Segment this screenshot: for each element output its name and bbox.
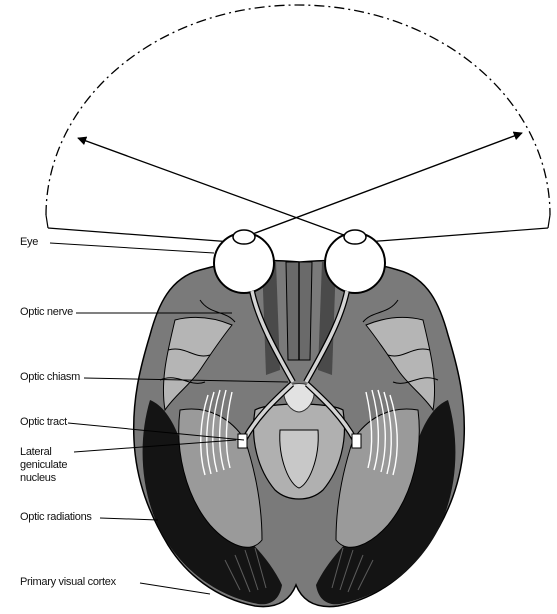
- left-lens: [233, 230, 255, 244]
- leader-primary-visual-cortex: [140, 583, 210, 594]
- field-base-right: [366, 228, 548, 242]
- label-eye: Eye: [20, 236, 38, 249]
- right-lens: [344, 230, 366, 244]
- label-optic-tract: Optic tract: [20, 416, 67, 429]
- visual-field: [46, 5, 550, 242]
- brain: [134, 260, 465, 606]
- visual-field-arc: [46, 5, 550, 215]
- leader-optic-radiations: [100, 518, 158, 520]
- field-base-left: [48, 228, 232, 242]
- label-lateral-geniculate-nucleus: Lateral geniculate nucleus: [20, 446, 80, 485]
- label-optic-nerve: Optic nerve: [20, 306, 73, 319]
- leader-eye: [50, 243, 214, 253]
- label-primary-visual-cortex: Primary visual cortex: [20, 576, 116, 589]
- right-lgn: [352, 434, 361, 448]
- label-optic-radiations: Optic radiations: [20, 511, 92, 524]
- label-optic-chiasm: Optic chiasm: [20, 371, 80, 384]
- left-lgn: [238, 434, 247, 448]
- sight-line-right-field-to-left-eye: [242, 133, 522, 238]
- sight-line-left-field-to-right-eye: [78, 138, 352, 238]
- field-boundary-left: [46, 215, 48, 228]
- field-boundary-right: [548, 215, 550, 228]
